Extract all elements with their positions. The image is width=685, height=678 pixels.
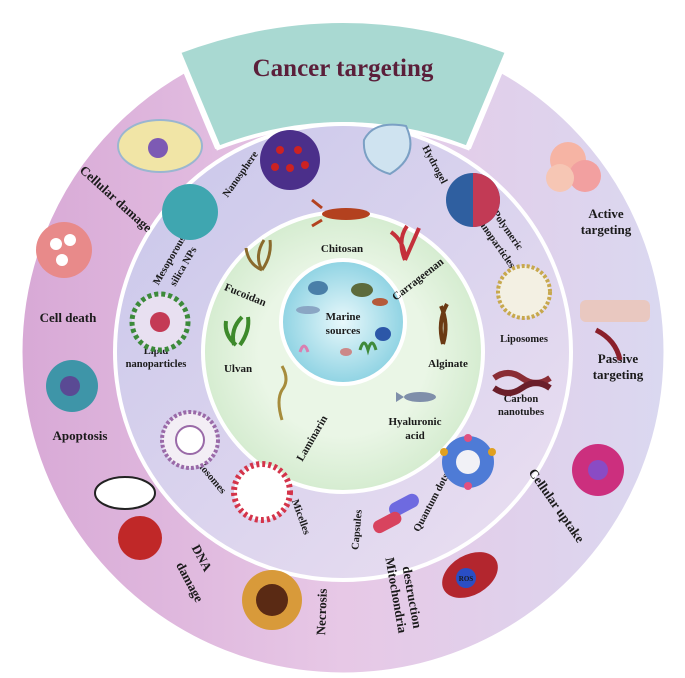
label-active-1: Active bbox=[588, 206, 624, 221]
label-cell-death: Cell death bbox=[40, 310, 97, 325]
fucoidan-seaweed-icon bbox=[244, 239, 272, 272]
label-alginate: Alginate bbox=[428, 358, 468, 370]
mesoporous-silica-icon bbox=[162, 184, 218, 240]
nanosphere-icon bbox=[260, 130, 320, 190]
brown-alga-icon bbox=[438, 303, 449, 345]
zebrafish-icon bbox=[396, 392, 436, 402]
label-hyaluronic: Hyaluronic bbox=[389, 416, 442, 428]
necrosis-cell-icon bbox=[242, 570, 302, 630]
laminarin-seaweed-icon bbox=[277, 365, 288, 421]
marine-creatures-icon bbox=[296, 281, 391, 356]
label-apoptosis: Apoptosis bbox=[53, 428, 108, 443]
label-ulvan: Ulvan bbox=[224, 363, 252, 375]
label-active-2: targeting bbox=[581, 222, 632, 237]
cell-death-cell-icon bbox=[36, 222, 92, 278]
crayfish-icon bbox=[311, 198, 370, 228]
label-carbon-2: nanotubes bbox=[498, 407, 544, 418]
center-label-line2: sources bbox=[326, 325, 361, 337]
label-lipid-2: nanoparticles bbox=[126, 359, 187, 370]
cellular-uptake-cell-icon bbox=[572, 444, 624, 496]
label-lipid-1: Lipid bbox=[144, 346, 169, 357]
center-label-line1: Marine bbox=[326, 311, 361, 323]
label-necrosis: Necrosis bbox=[313, 588, 330, 635]
active-targeting-cells-icon bbox=[546, 142, 601, 192]
page-title: Cancer targeting bbox=[253, 55, 434, 82]
liposome-icon bbox=[496, 264, 552, 320]
ros-label: ROS bbox=[459, 575, 474, 583]
dna-damage-icon bbox=[94, 476, 162, 560]
polymeric-nanoparticle-icon bbox=[446, 173, 500, 227]
cellular-damage-cell-icon bbox=[117, 119, 203, 173]
red-seaweed-icon bbox=[389, 224, 421, 261]
niosome-icon bbox=[160, 410, 220, 470]
label-acid: acid bbox=[405, 430, 425, 442]
carbon-nanotube-icon bbox=[492, 370, 552, 396]
label-carbon-1: Carbon bbox=[504, 394, 539, 405]
label-capsules: Capsules bbox=[350, 509, 364, 550]
apoptosis-cell-icon bbox=[46, 360, 98, 412]
capsules-icon bbox=[373, 493, 419, 534]
quantum-dot-icon bbox=[440, 434, 496, 490]
label-chitosan: Chitosan bbox=[321, 243, 363, 255]
micelle-icon bbox=[231, 461, 293, 523]
label-liposomes: Liposomes bbox=[500, 334, 548, 345]
hydrogel-icon bbox=[362, 123, 412, 176]
mitochondria-icon: ROS bbox=[442, 552, 498, 598]
ulvan-seaweed-icon bbox=[223, 315, 251, 347]
passive-targeting-vessel-icon bbox=[580, 300, 650, 361]
label-passive-2: targeting bbox=[593, 367, 644, 382]
lipid-nanoparticle-icon bbox=[129, 291, 191, 353]
